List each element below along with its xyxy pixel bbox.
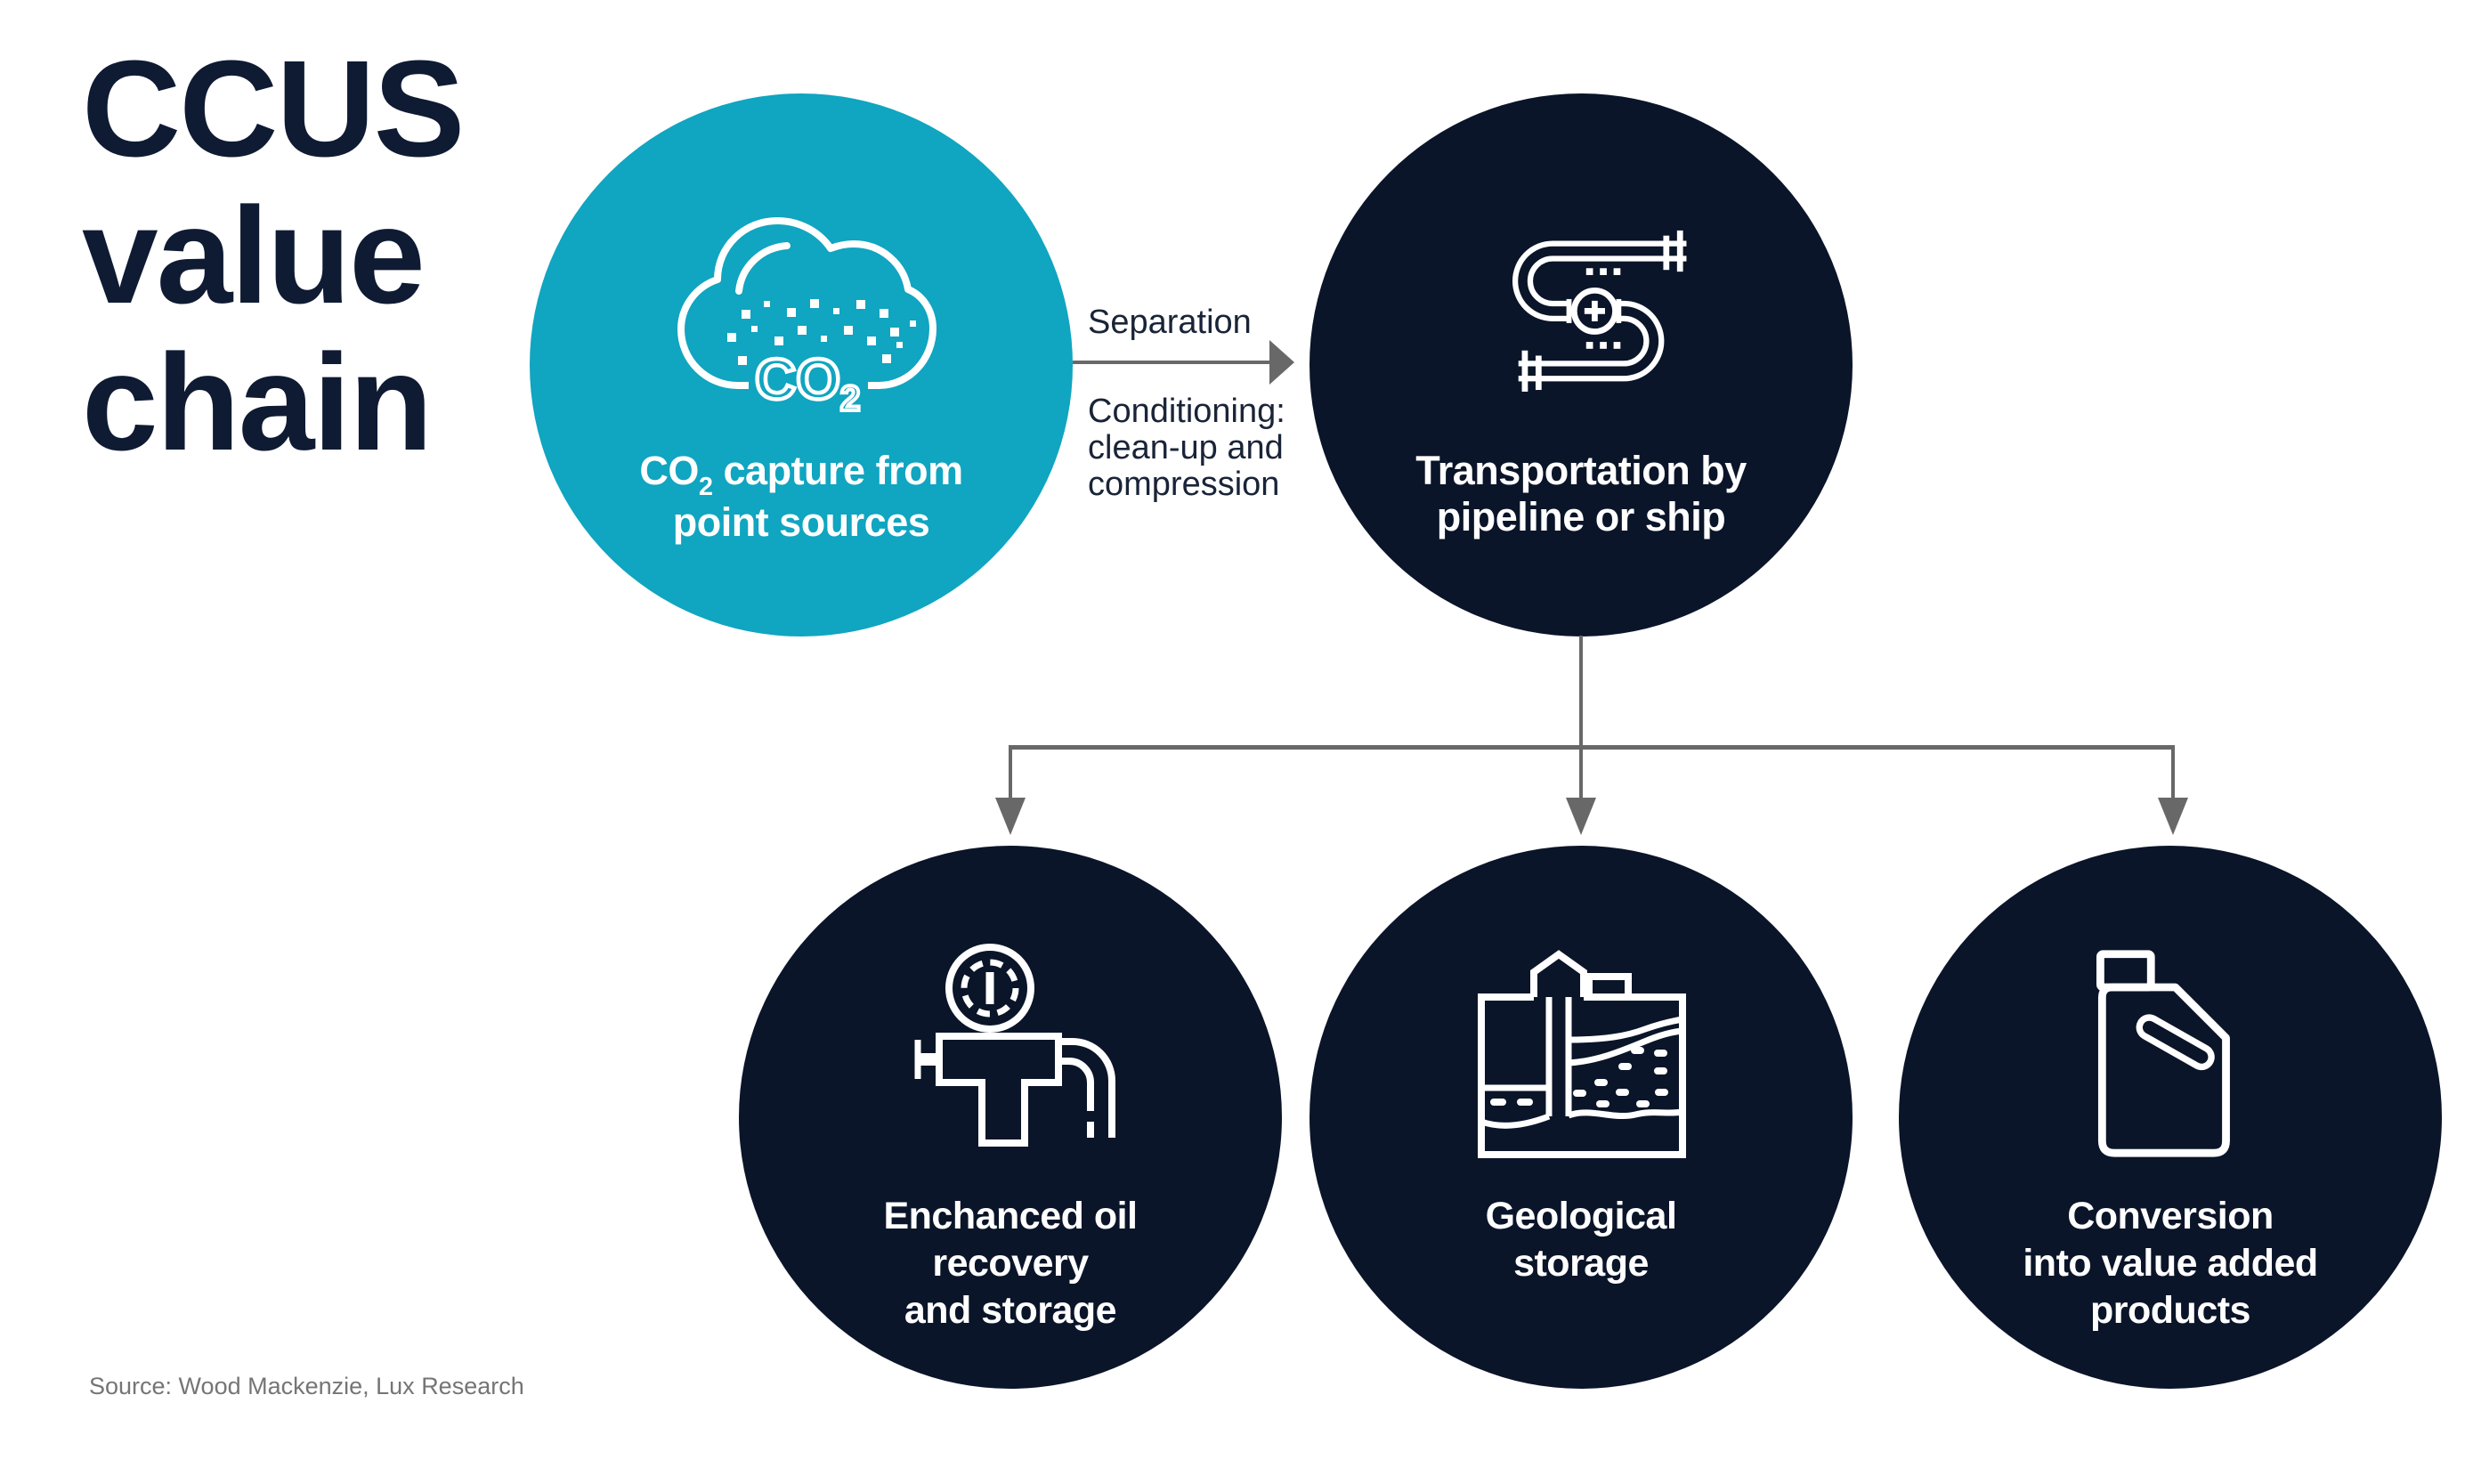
co2-dots xyxy=(727,299,916,365)
conversion-label-line1: Conversion xyxy=(2067,1195,2274,1237)
eor-label-line3: and storage xyxy=(904,1289,1117,1332)
jerrycan-icon xyxy=(2096,950,2230,1157)
flow-arrow-head xyxy=(1269,340,1294,385)
co2-icon-subscript: 2 xyxy=(840,379,860,416)
transport-label-line1: Transportation by xyxy=(1415,448,1747,493)
node-eor-label: Enchanced oil recovery and storage xyxy=(739,1193,1282,1334)
co2-cloud-icon: CO 2 xyxy=(677,217,936,416)
branch-arrow-left xyxy=(995,798,1026,835)
node-enhanced-oil-recovery: Enchanced oil recovery and storage xyxy=(739,846,1282,1389)
eor-label-line2: recovery xyxy=(932,1242,1089,1285)
node-co2-capture: CO 2 CO2 capture from point sources xyxy=(530,93,1073,637)
eor-label-line1: Enchanced oil xyxy=(883,1195,1138,1237)
branch-left-stub xyxy=(1009,745,1012,798)
conditioning-label: Conditioning: clean-up and compression xyxy=(1088,393,1285,503)
geo-label-line2: storage xyxy=(1513,1242,1649,1285)
geo-label-line1: Geological xyxy=(1485,1195,1677,1237)
transport-label-line2: pipeline or ship xyxy=(1436,494,1726,539)
conversion-label-line3: products xyxy=(2090,1289,2250,1332)
node-co2-capture-label: CO2 capture from point sources xyxy=(530,448,1073,546)
branch-arrow-middle xyxy=(1566,798,1596,835)
capture-label-sub: 2 xyxy=(698,473,713,501)
separation-label: Separation xyxy=(1088,304,1252,341)
title-line-3: chain xyxy=(82,326,433,479)
co2-icon-text: CO xyxy=(755,347,840,411)
branch-arrow-right xyxy=(2158,798,2188,835)
capture-label-line2: point sources xyxy=(672,499,930,545)
node-transportation-label: Transportation by pipeline or ship xyxy=(1309,448,1853,540)
conversion-label-line2: into value added xyxy=(2023,1242,2318,1285)
geological-storage-icon xyxy=(1478,950,1686,1158)
conditioning-line-3: compression xyxy=(1088,466,1280,503)
capture-label-rest: capture from xyxy=(712,448,964,493)
branch-right-stub xyxy=(2171,745,2175,798)
title-line-2: value xyxy=(82,179,426,332)
branch-horizontal-line xyxy=(1009,745,2175,750)
node-conversion: Conversion into value added products xyxy=(1899,846,2442,1389)
page-title: CCUS value chain xyxy=(82,32,465,479)
conditioning-line-1: Conditioning: xyxy=(1088,393,1285,430)
capture-label-co: CO xyxy=(639,448,699,493)
node-transportation: Transportation by pipeline or ship xyxy=(1309,93,1853,637)
branch-stem-line xyxy=(1579,636,1583,798)
pipeline-icon xyxy=(1512,230,1691,392)
title-line-1: CCUS xyxy=(82,32,465,185)
oil-wellhead-gauge-icon xyxy=(914,944,1115,1147)
node-geo-label: Geological storage xyxy=(1309,1193,1853,1287)
conditioning-line-2: clean-up and xyxy=(1088,429,1284,466)
source-note: Source: Wood Mackenzie, Lux Research xyxy=(89,1373,524,1399)
node-geological-storage: Geological storage xyxy=(1309,846,1853,1389)
node-conversion-label: Conversion into value added products xyxy=(1899,1193,2442,1334)
flow-arrow-line xyxy=(1073,361,1270,364)
